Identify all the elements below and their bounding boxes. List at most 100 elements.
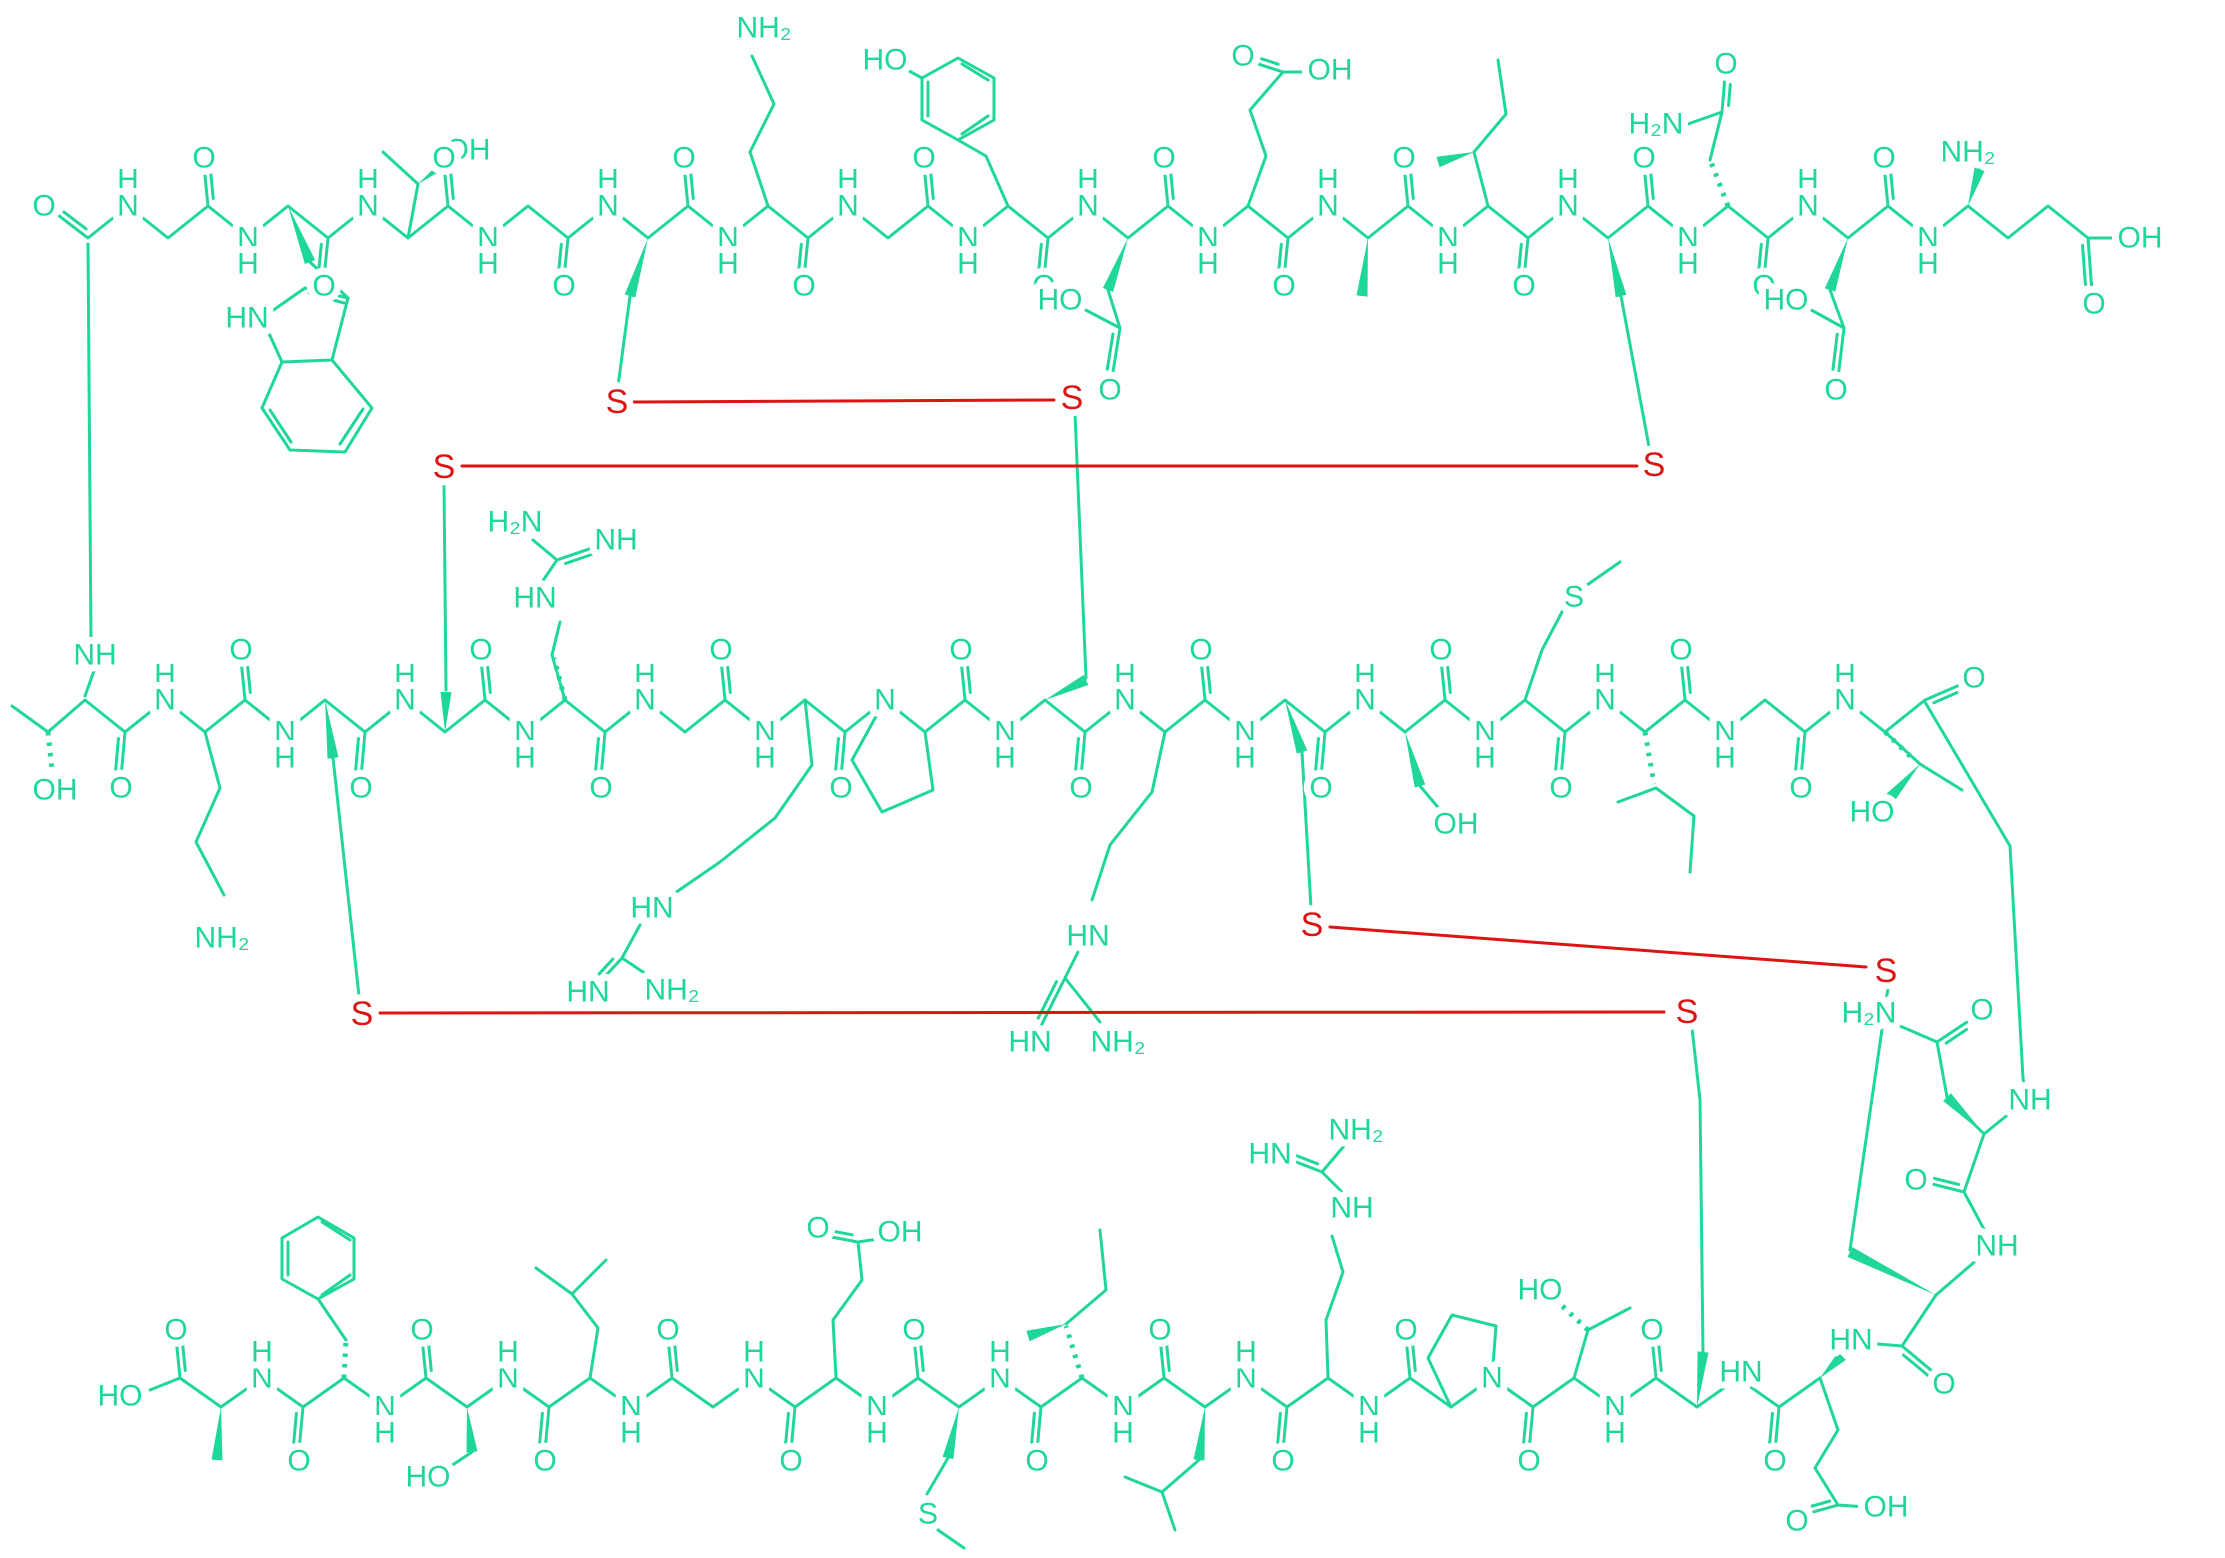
atom-label: OH bbox=[878, 1216, 923, 1249]
bond-chain bbox=[856, 1236, 886, 1244]
wedge-bond bbox=[1824, 238, 1848, 292]
atom-label: NH₂ bbox=[195, 922, 250, 955]
atom-label: O bbox=[656, 1314, 679, 1347]
atom-label: OH bbox=[33, 774, 78, 807]
atom-label: O bbox=[589, 772, 612, 805]
wedge-bond bbox=[1102, 238, 1128, 292]
double-bond bbox=[789, 1407, 797, 1449]
atom-label: N bbox=[394, 684, 416, 717]
atom-label: NH₂ bbox=[1329, 1114, 1384, 1147]
bond-chain bbox=[1300, 750, 1313, 910]
atom-label: HN bbox=[1719, 1356, 1762, 1389]
atom-label: H bbox=[477, 248, 499, 281]
bond-chain bbox=[936, 1528, 966, 1550]
double-bond bbox=[1882, 168, 1890, 206]
double-bond bbox=[1404, 1340, 1412, 1378]
double-bond bbox=[839, 732, 847, 776]
double-bond bbox=[479, 662, 487, 700]
double-bond bbox=[1836, 328, 1846, 376]
atom-label: H bbox=[514, 742, 536, 775]
bond-chain bbox=[83, 666, 97, 698]
double-bond bbox=[1926, 1181, 1964, 1194]
double-bond bbox=[784, 1411, 790, 1444]
hash-bond bbox=[45, 731, 55, 771]
double-bond bbox=[1288, 1157, 1322, 1173]
hash-bond bbox=[1063, 1325, 1085, 1379]
double-bond bbox=[538, 1411, 544, 1444]
atom-label: HN bbox=[1829, 1324, 1872, 1357]
bond-chain bbox=[1063, 976, 1102, 1024]
disulfide-bond bbox=[632, 398, 1056, 404]
atom-label: O bbox=[1824, 374, 1847, 407]
atom-label: H bbox=[237, 248, 259, 281]
double-bond bbox=[557, 545, 596, 561]
atom-label: H bbox=[717, 248, 739, 281]
bond-chain bbox=[308, 260, 350, 300]
disulfide-bond bbox=[1328, 925, 1868, 969]
bond-chain bbox=[331, 756, 361, 998]
atom-label: N bbox=[837, 190, 859, 223]
wedge-bond bbox=[325, 700, 339, 759]
double-bond bbox=[1409, 171, 1415, 200]
double-bond bbox=[1925, 684, 1960, 701]
atom-label: NH₂ bbox=[1941, 136, 1996, 169]
double-bond bbox=[797, 242, 803, 271]
atom-label: H bbox=[1604, 1417, 1626, 1450]
atom-label: H bbox=[1235, 1336, 1257, 1369]
atom-label: O bbox=[1271, 1445, 1294, 1478]
atom-label: S bbox=[1564, 581, 1584, 614]
atom-label: N bbox=[597, 190, 619, 223]
double-bond bbox=[1277, 242, 1283, 271]
double-bond bbox=[1831, 332, 1839, 371]
bond-chain bbox=[1160, 1458, 1201, 1494]
bond-chain bbox=[1836, 1503, 1868, 1509]
double-bond bbox=[1294, 1153, 1320, 1166]
atom-label: O bbox=[349, 772, 372, 805]
atom-label: H₂N bbox=[488, 506, 543, 539]
atom-label: HO bbox=[1518, 1274, 1563, 1307]
atom-label: N bbox=[1557, 190, 1579, 223]
double-bond bbox=[209, 171, 215, 200]
atom-label: H bbox=[274, 742, 296, 775]
wedge-bond bbox=[418, 153, 456, 184]
atom-label: O bbox=[164, 1314, 187, 1347]
bond-chain bbox=[898, 64, 924, 80]
double-bond bbox=[2086, 238, 2094, 290]
atom-label: O bbox=[1392, 142, 1415, 175]
atom-label: N bbox=[874, 684, 896, 717]
double-bond bbox=[1686, 665, 1692, 694]
double-bond bbox=[1111, 328, 1122, 376]
double-bond bbox=[912, 1340, 920, 1378]
wedge-bond bbox=[1968, 166, 1986, 206]
double-bond bbox=[1522, 238, 1530, 276]
atom-label: O bbox=[229, 634, 252, 667]
bond-chain bbox=[1073, 412, 1088, 680]
double-bond bbox=[1162, 168, 1170, 206]
atom-label: NH bbox=[1330, 1192, 1373, 1225]
atom-label: H bbox=[754, 742, 776, 775]
double-bond bbox=[1079, 732, 1087, 776]
bond-chain bbox=[1851, 700, 2028, 1348]
atom-label: HO bbox=[1850, 796, 1895, 829]
bond-chain bbox=[925, 1456, 950, 1496]
hash-bond bbox=[1642, 731, 1657, 785]
atom-label: NH₂ bbox=[1091, 1026, 1146, 1059]
bond-chain bbox=[307, 291, 346, 305]
double-bond bbox=[322, 238, 330, 276]
atom-label: O bbox=[1932, 1368, 1955, 1401]
double-bond bbox=[719, 662, 727, 700]
double-bond bbox=[597, 957, 615, 976]
double-bond bbox=[726, 665, 732, 694]
double-bond bbox=[922, 168, 930, 206]
wedge-bond bbox=[1193, 1407, 1205, 1461]
atom-label: O bbox=[792, 270, 815, 303]
bond-chain bbox=[320, 1220, 352, 1242]
bond-chain bbox=[960, 114, 990, 136]
double-bond bbox=[666, 1340, 674, 1378]
atom-label: O bbox=[432, 142, 455, 175]
atom-label: O bbox=[2082, 288, 2105, 321]
atom-label: O bbox=[1098, 374, 1121, 407]
atom-label: HO bbox=[1038, 284, 1083, 317]
bond-chain bbox=[1123, 1475, 1164, 1494]
